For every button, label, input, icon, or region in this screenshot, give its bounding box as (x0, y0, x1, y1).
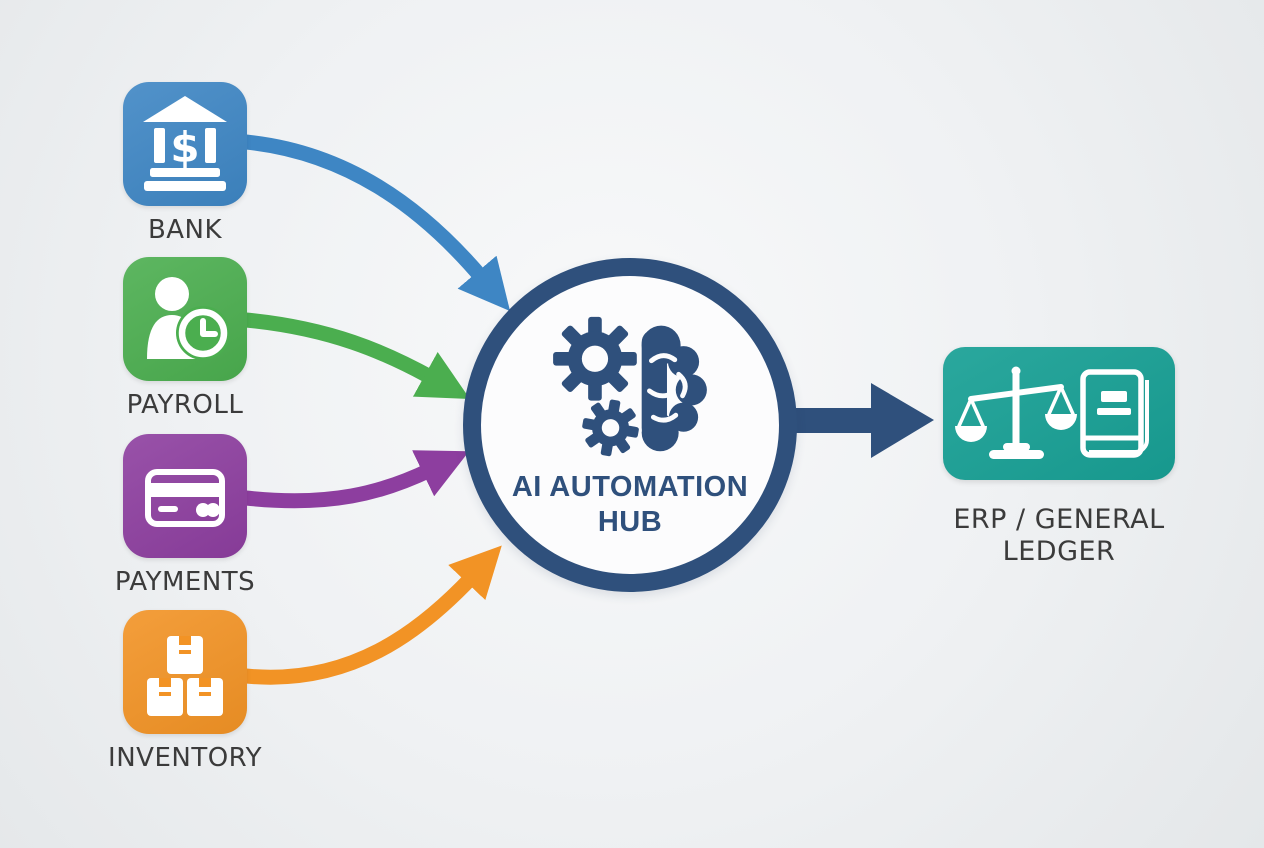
payments-tile (123, 434, 247, 558)
hub-to-erp-arrow (788, 383, 934, 458)
erp-label: ERP / GENERAL LEDGER (953, 504, 1165, 568)
source-node-payments: PAYMENTS (115, 434, 255, 598)
large-gear-icon (553, 316, 637, 401)
small-gear-icon (582, 399, 639, 457)
inventory-to-hub-arrow (238, 545, 502, 685)
balance-scales-icon (955, 366, 1077, 459)
credit-card-icon (145, 469, 225, 527)
bank-label: BANK (147, 215, 223, 245)
scales-and-ledger-icons (955, 366, 1149, 459)
inventory-label: INVENTORY (108, 743, 262, 773)
source-node-bank: $ BANK (123, 82, 247, 246)
target-node-erp: ERP / GENERAL LEDGER (913, 347, 1205, 569)
payroll-to-hub-arrow (238, 312, 470, 399)
ledger-book-icon (1080, 369, 1149, 458)
payments-to-hub-arrow (238, 450, 470, 509)
bank-to-hub-arrow (238, 134, 511, 312)
ai-automation-hub-node: AI AUTOMATION HUB (463, 258, 797, 592)
person-clock-icon (147, 277, 230, 360)
hub-title: AI AUTOMATION HUB (481, 470, 779, 540)
inventory-tile (123, 610, 247, 734)
svg-text:$: $ (170, 123, 199, 172)
half-brain-icon (641, 325, 707, 452)
bank-tile: $ (123, 82, 247, 206)
payroll-tile (123, 257, 247, 381)
erp-tile (943, 347, 1175, 480)
gears-brain-icon (553, 316, 707, 457)
payroll-label: PAYROLL (126, 390, 244, 420)
source-node-inventory: INVENTORY (108, 610, 261, 774)
bank-dollar-icon: $ (143, 96, 227, 191)
payments-label: PAYMENTS (114, 567, 256, 597)
hub-title-text: AI AUTOMATION HUB (511, 471, 749, 538)
stacked-boxes-icon (147, 636, 223, 716)
source-node-payroll: PAYROLL (123, 257, 247, 421)
